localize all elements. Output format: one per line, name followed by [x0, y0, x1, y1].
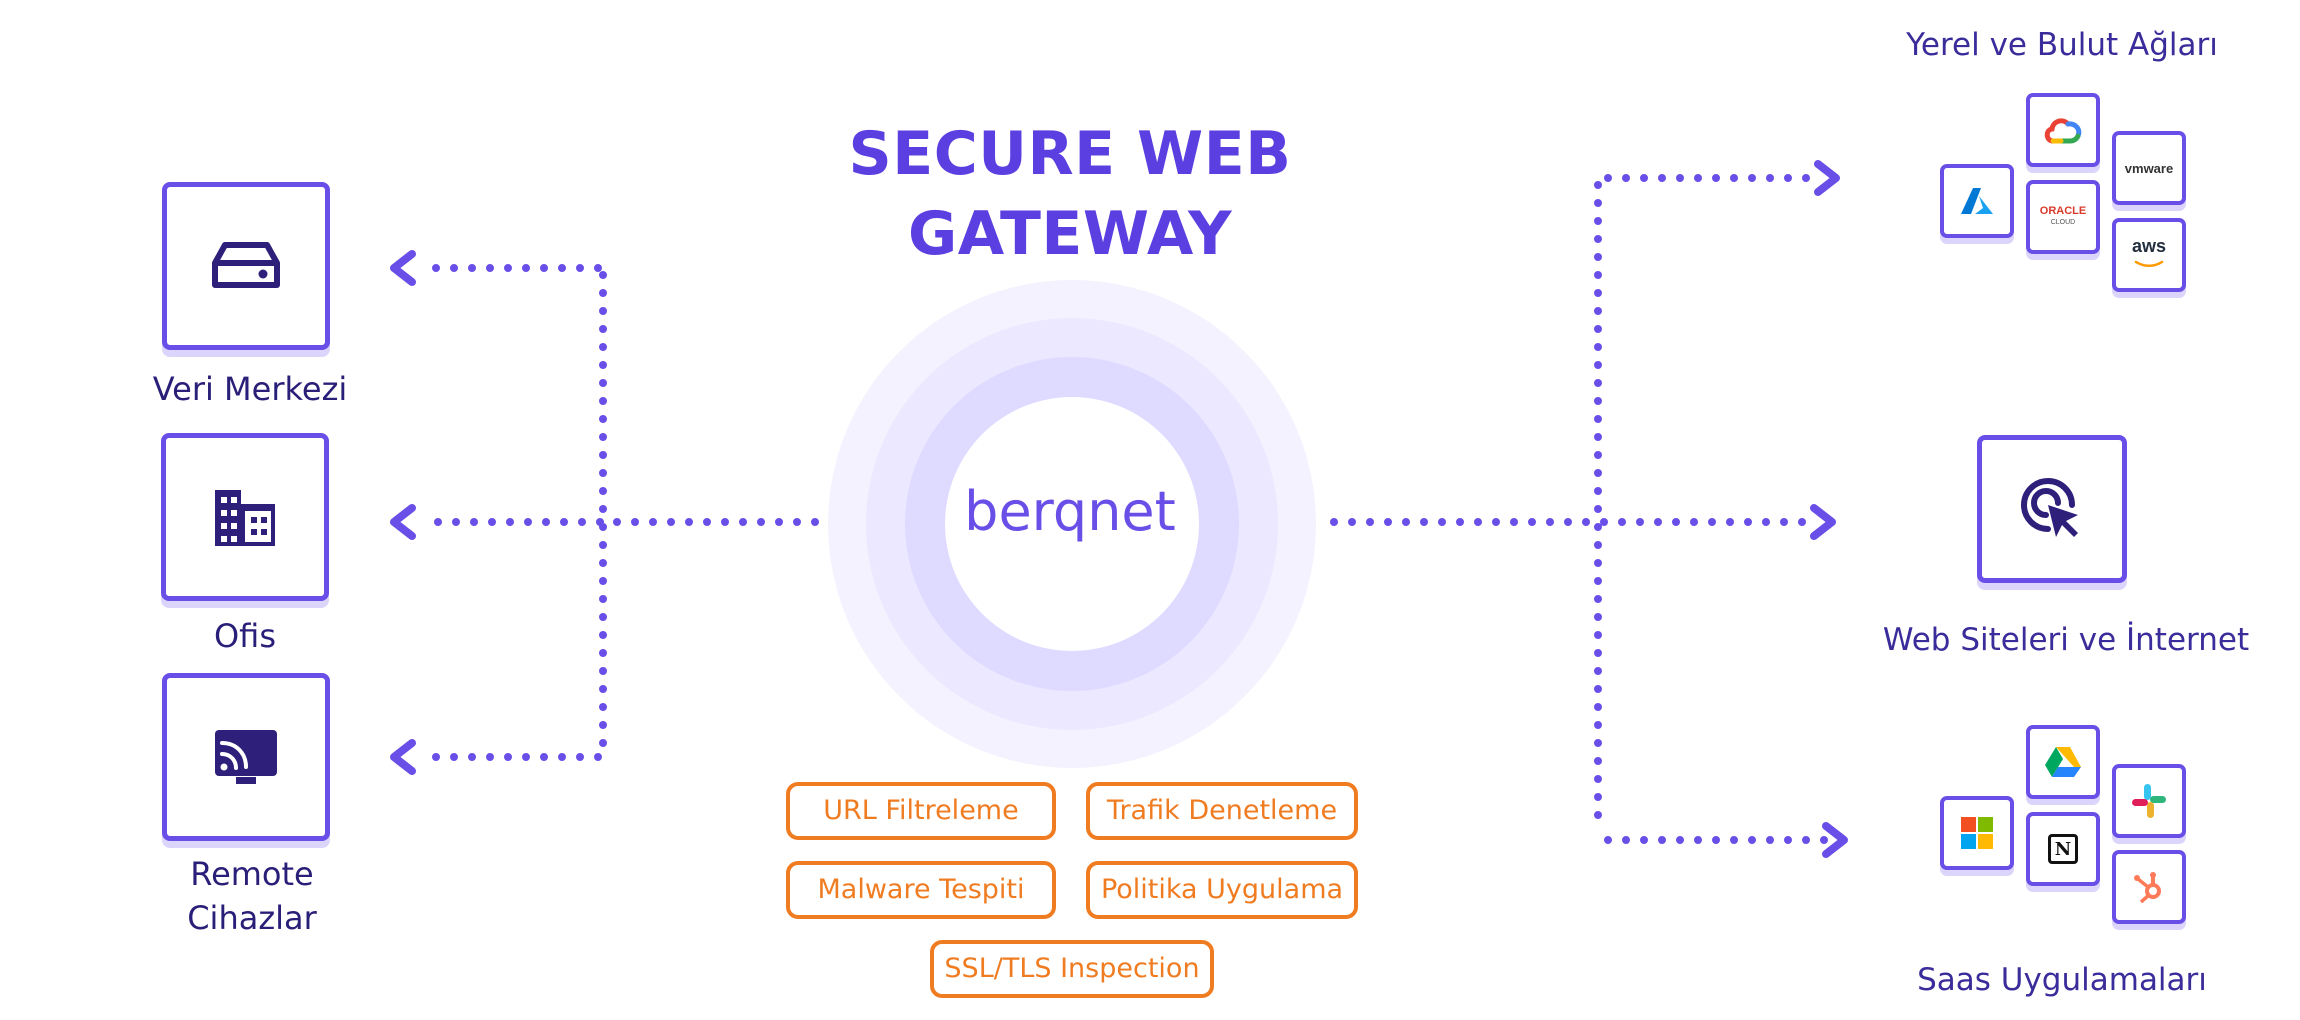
building-icon: [215, 490, 275, 546]
tile-aws: aws: [2112, 218, 2186, 292]
server-icon: [212, 242, 280, 288]
feature-trafik-denetleme: Trafik Denetleme: [1086, 782, 1358, 840]
oracle-cloud-icon: ORACLE CLOUD: [2039, 205, 2087, 226]
label-saas-uygulamalari: Saas Uygulamaları: [1917, 962, 2207, 998]
node-ofis: [161, 433, 329, 601]
google-cloud-icon: [2044, 118, 2082, 144]
page-title: SECURE WEB GATEWAY: [780, 118, 1360, 270]
tile-google-drive: [2026, 725, 2100, 799]
node-veri-merkezi: [162, 182, 330, 350]
azure-icon: [1961, 188, 1993, 214]
feature-politika-uygulama: Politika Uygulama: [1086, 861, 1358, 919]
ring-core: [945, 397, 1199, 651]
slack-icon: [2132, 784, 2166, 818]
google-drive-icon: [2045, 747, 2081, 777]
feature-malware-tespiti: Malware Tespiti: [786, 861, 1056, 919]
feature-url-filtreleme: URL Filtreleme: [786, 782, 1056, 840]
tile-hubspot: [2112, 850, 2186, 924]
tile-slack: [2112, 764, 2186, 838]
label-veri-merkezi: Veri Merkezi: [152, 370, 348, 408]
tile-vmware: vmware: [2112, 131, 2186, 205]
arrowhead-veri-merkezi: [390, 250, 416, 286]
feature-ssl-tls-inspection: SSL/TLS Inspection: [930, 940, 1214, 998]
tile-azure: [1940, 164, 2014, 238]
label-web-siteleri: Web Siteleri ve İnternet: [1882, 622, 2250, 658]
tile-notion: N: [2026, 812, 2100, 886]
arrowhead-web: [1810, 504, 1836, 540]
tile-microsoft: [1940, 796, 2014, 870]
arrowhead-cloud: [1814, 160, 1840, 196]
aws-icon: aws: [2132, 237, 2166, 273]
arrowhead-remote: [390, 739, 416, 775]
node-web-siteleri: [1977, 435, 2127, 583]
node-remote-cihazlar: [162, 673, 330, 841]
cast-device-icon: [215, 730, 277, 784]
brand-logo-text: berqnet: [964, 480, 1176, 543]
arrowhead-ofis: [390, 504, 416, 540]
notion-icon: N: [2048, 834, 2078, 864]
label-remote-cihazlar: Remote Cihazlar: [187, 855, 317, 937]
aws-smile-icon: [2134, 260, 2164, 267]
microsoft-icon: [1961, 817, 1993, 849]
tile-google-cloud: [2026, 93, 2100, 167]
title-line-1: SECURE WEB: [848, 119, 1292, 189]
tile-oracle-cloud: ORACLE CLOUD: [2026, 180, 2100, 254]
label-ofis: Ofis: [213, 617, 276, 655]
hubspot-icon: [2134, 872, 2161, 904]
web-click-icon: [2021, 478, 2078, 537]
arrowhead-saas: [1822, 822, 1848, 858]
vmware-icon: vmware: [2124, 160, 2174, 176]
label-yerel-ve-bulut: Yerel ve Bulut Ağları: [1906, 27, 2218, 63]
title-line-2: GATEWAY: [907, 199, 1233, 269]
